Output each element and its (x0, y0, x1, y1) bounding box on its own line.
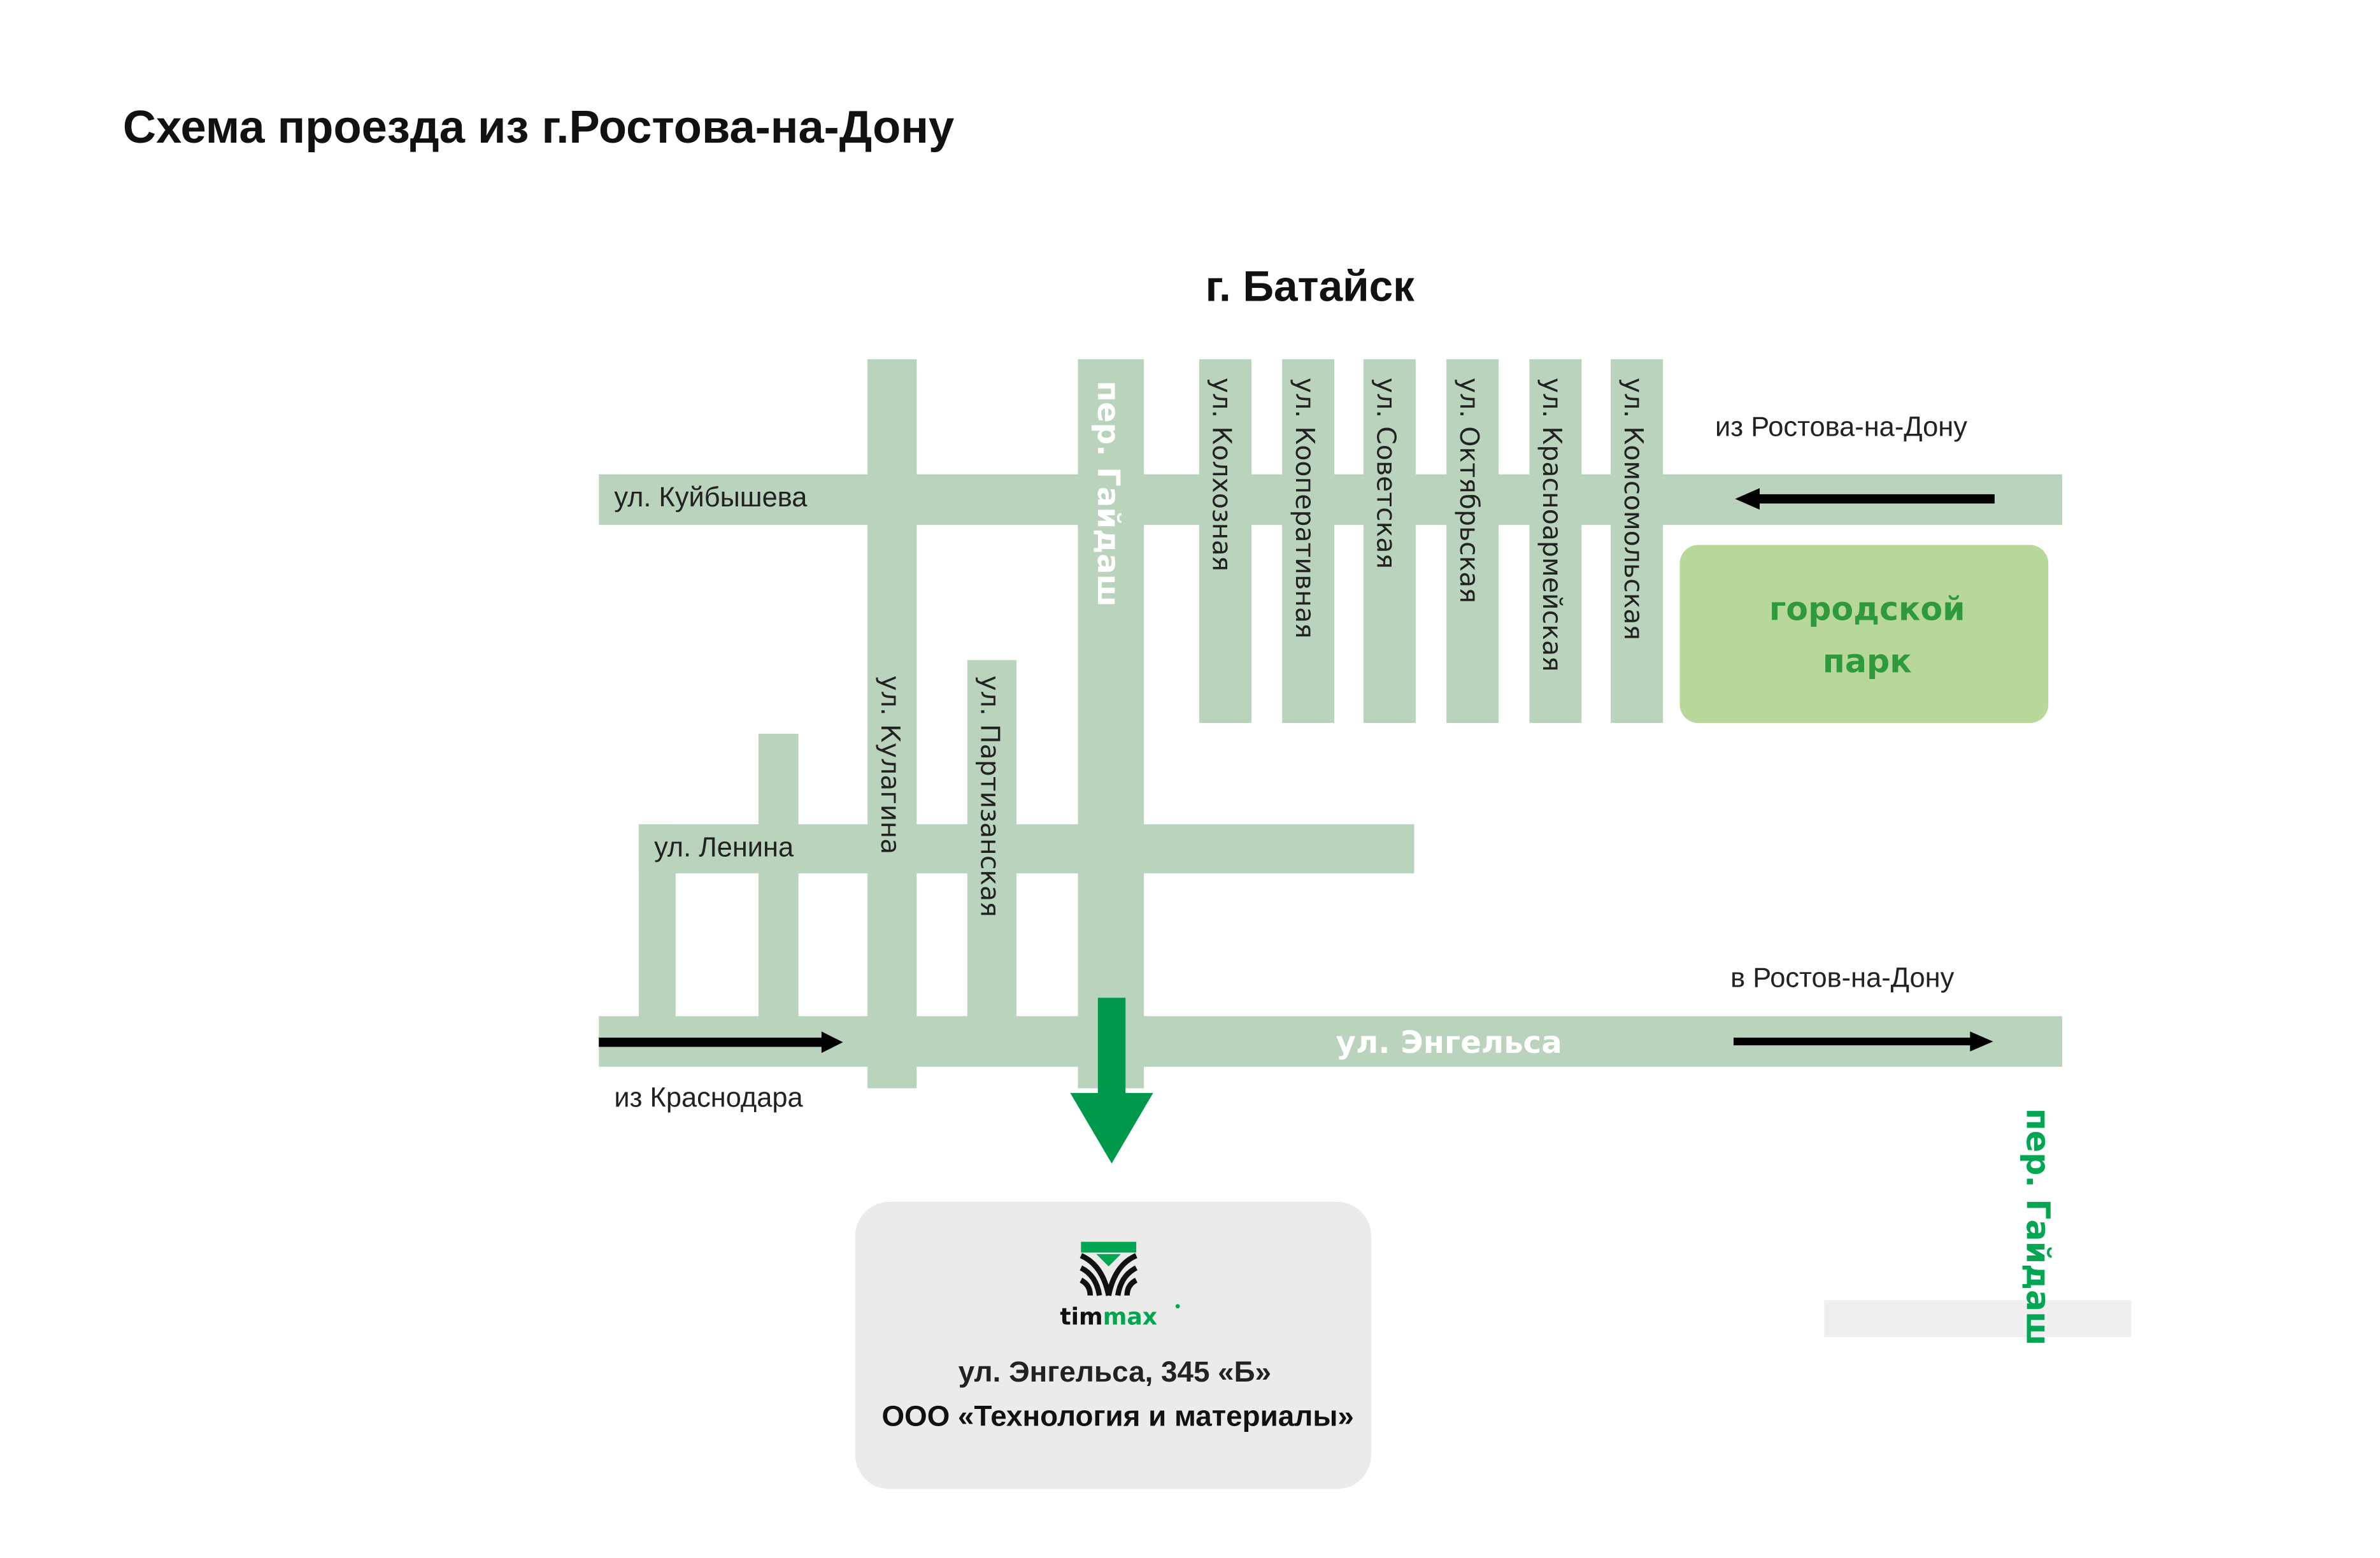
city-park (1679, 545, 2049, 724)
road-side-1 (638, 824, 676, 1024)
label-sovetskaya: ул. Советская (1371, 378, 1402, 569)
road-side-2 (759, 733, 799, 1026)
label-to-rostov: в Ростов-на-Дону (1730, 963, 1954, 994)
label-kulagina: ул. Кулагина (875, 675, 906, 854)
label-lenina: ул. Ленина (654, 833, 794, 863)
road-sovetskaya (1363, 359, 1416, 724)
road-krasnoarmeyskaya (1529, 359, 1582, 724)
label-from-krasnodar: из Краснодара (614, 1083, 803, 1113)
route-arrow-down-icon (1070, 997, 1153, 1164)
label-oktyabrskaya: ул. Октябрьская (1454, 378, 1485, 603)
label-partizanskaya: ул. Партизанская (975, 675, 1006, 917)
road-oktyabrskaya (1446, 359, 1499, 724)
label-kooperativnaya: ул. Кооперативная (1290, 378, 1320, 639)
timmax-brand: timmax (1060, 1303, 1157, 1331)
registered-mark-icon (1175, 1304, 1180, 1309)
arrow-from-rostov-icon (1735, 488, 1995, 510)
label-kolhoznaya: ул. Колхозная (1207, 378, 1237, 571)
office-address: ул. Энгельса, 345 «Б» (958, 1355, 1271, 1388)
label-kuibysheva: ул. Куйбышева (614, 482, 808, 513)
label-from-rostov: из Ростова-на-Дону (1715, 411, 1967, 442)
park-label-line1: городской (1769, 590, 1965, 628)
arrow-to-rostov-icon (1733, 1031, 1993, 1052)
office-card (855, 1201, 1371, 1489)
park-label-line2: парк (1823, 643, 1912, 680)
label-gaidash: пер. Гайдаш (1090, 381, 1126, 607)
timmax-logo-icon (1080, 1241, 1138, 1296)
legend-gaidash-label: пер. Гайдаш (2019, 1108, 2056, 1346)
label-engelsa: ул. Энгельса (1336, 1025, 1562, 1061)
legend-strip (1824, 1300, 2132, 1337)
road-partizanskaya (967, 660, 1017, 1029)
arrow-from-krasnodar-icon (599, 1031, 843, 1054)
office-company: ООО «Технология и материалы» (881, 1400, 1353, 1433)
label-komsomolskaya: ул. Комсомольская (1618, 378, 1649, 640)
road-gaidash (1078, 359, 1144, 1089)
road-komsomolskaya (1611, 359, 1664, 724)
road-kooperativnaya (1282, 359, 1335, 724)
city-name: г. Батайск (1206, 262, 1415, 310)
map-title: Схема проезда из г.Ростова-на-Дону (123, 102, 954, 153)
road-kolhoznaya (1199, 359, 1251, 724)
label-krasnoarmeyskaya: ул. Красноармейская (1537, 378, 1567, 672)
road-kulagina (867, 359, 917, 1089)
